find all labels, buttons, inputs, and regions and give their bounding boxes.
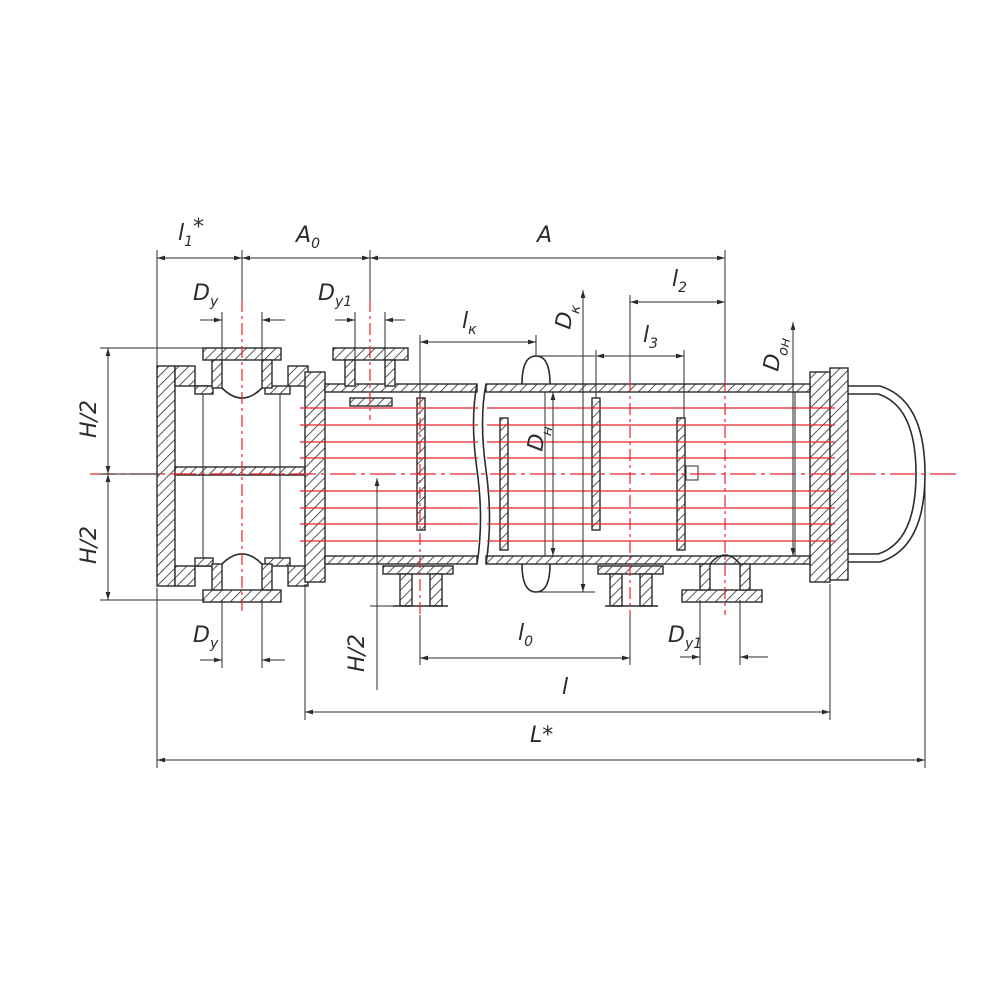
label-h2-lower: H/2 — [77, 526, 102, 564]
baffle-3 — [591, 397, 601, 531]
label-a: A — [535, 223, 552, 248]
label-h2-upper: H/2 — [77, 400, 102, 438]
label-dy-bottom: Dy — [193, 623, 219, 652]
chamber-end-cover — [156, 365, 176, 587]
tube-bundle — [300, 407, 835, 542]
nozzle-dy-bottom — [202, 553, 282, 603]
label-dy1-top: Dy1 — [318, 281, 352, 310]
label-l3: l3 — [643, 323, 658, 352]
label-dy-top: Dy — [193, 281, 219, 310]
tie-rod-nut — [685, 465, 699, 481]
label-don: Dон — [759, 335, 794, 374]
baffle-2 — [499, 417, 509, 551]
label-h2-mid: H/2 — [345, 634, 370, 672]
label-lk: lк — [462, 309, 477, 338]
nozzle-dy1-bottom — [681, 554, 763, 603]
baffle-4 — [676, 417, 686, 551]
right-tubesheet — [809, 371, 831, 583]
label-l: l — [562, 675, 568, 700]
label-l2: l2 — [672, 267, 687, 296]
dimensions — [100, 250, 926, 768]
label-a0: A0 — [294, 223, 320, 252]
label-dn: Dн — [523, 423, 556, 454]
label-l-star: L* — [530, 723, 553, 748]
label-l1-star: l1* — [178, 215, 204, 250]
baffle-1 — [416, 397, 426, 531]
impingement-plate — [349, 397, 393, 407]
left-tubesheet — [304, 371, 326, 583]
label-dk: Dк — [551, 301, 584, 332]
label-dy1-bottom: Dy1 — [668, 623, 702, 652]
distribution-chamber — [156, 365, 309, 587]
label-l0: l0 — [518, 621, 533, 650]
